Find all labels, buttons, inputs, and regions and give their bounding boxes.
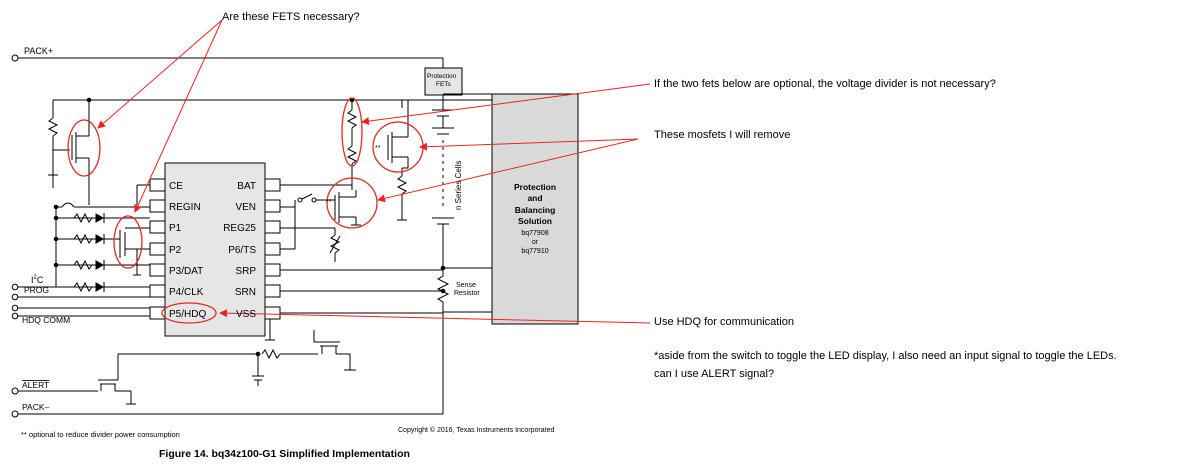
pin-p2: P2 [169,245,182,256]
pbs-label-3: Balancing [515,205,556,215]
pbs-label-6: or [532,239,539,246]
divider-question-note: If the two fets below are optional, the … [654,78,996,90]
pin-ce: CE [169,181,183,192]
pbs-label-7: bq77910 [521,248,548,255]
mosfet-remove-note: These mosfets I will remove [654,129,791,141]
led-note-line1: *aside from the switch to toggle the LED… [654,350,1117,362]
double-star-2: ** [326,199,332,206]
footnote: ** optional to reduce divider power cons… [21,430,180,439]
pbs-label-2: and [527,193,542,203]
figure-caption: Figure 14. bq34z100-G1 Simplified Implem… [159,448,410,460]
pin-p3-dat: P3/DAT [169,266,203,277]
protection-fets-label: Protection [427,73,457,80]
pin-p5-hdq: P5/HDQ [169,309,206,320]
pin-srp: SRP [235,266,256,277]
prog-label: PROG [24,285,49,295]
double-star-1: ** [375,145,381,152]
sense-label: Sense [456,282,476,289]
pin-vss: VSS [236,309,256,320]
pin-regin: REGIN [169,202,201,213]
pbs-label-4: Solution [518,216,552,226]
circle-upper-mosfet [372,121,424,173]
pack-minus-label: PACK– [22,402,50,412]
protection-fets-label-2: FETs [436,81,452,88]
pin-reg25: REG25 [223,223,256,234]
alert-label: ALERT [22,380,49,390]
pack-plus-terminal [11,54,19,62]
hdq-comm-label: HDQ COMM [22,315,70,325]
schematic-labels: PACK+ Protection FETs n Series Cells Sen… [21,46,556,460]
bq34z100-ic [164,162,266,337]
pin-p4-clk: P4/CLK [169,287,204,298]
pin-bat: BAT [237,181,256,192]
pbs-label-1: Protection [514,182,556,192]
pbs-label-5: bq77908 [521,230,548,237]
protection-balancing-block [491,93,579,325]
copyright: Copyright © 2016, Texas Instruments Inco… [398,426,554,434]
pack-plus-label: PACK+ [24,46,53,56]
annotation-arrows [97,19,651,324]
series-cells-label: n Series Cells [454,161,463,210]
circle-left-fet [67,119,101,177]
annotation-circles [67,97,424,324]
fets-question-note: Are these FETS necessary? [222,11,360,23]
hdq-note: Use HDQ for communication [654,316,794,328]
pin-srn: SRN [235,287,256,298]
pin-p1: P1 [169,223,182,234]
circle-divider [341,97,363,167]
wiring [11,54,579,418]
circle-p5-hdq [161,302,217,324]
circle-lower-mosfet [326,177,378,229]
protection-fets-box [424,67,463,96]
pin-p6-ts: P6/TS [228,245,256,256]
i2c-label: I2C [31,275,44,285]
pin-ven: VEN [235,202,256,213]
sense-label-2: Resistor [454,290,480,297]
led-note-line2: can I use ALERT signal? [654,368,775,380]
circle-p1p2-fet [113,215,143,269]
